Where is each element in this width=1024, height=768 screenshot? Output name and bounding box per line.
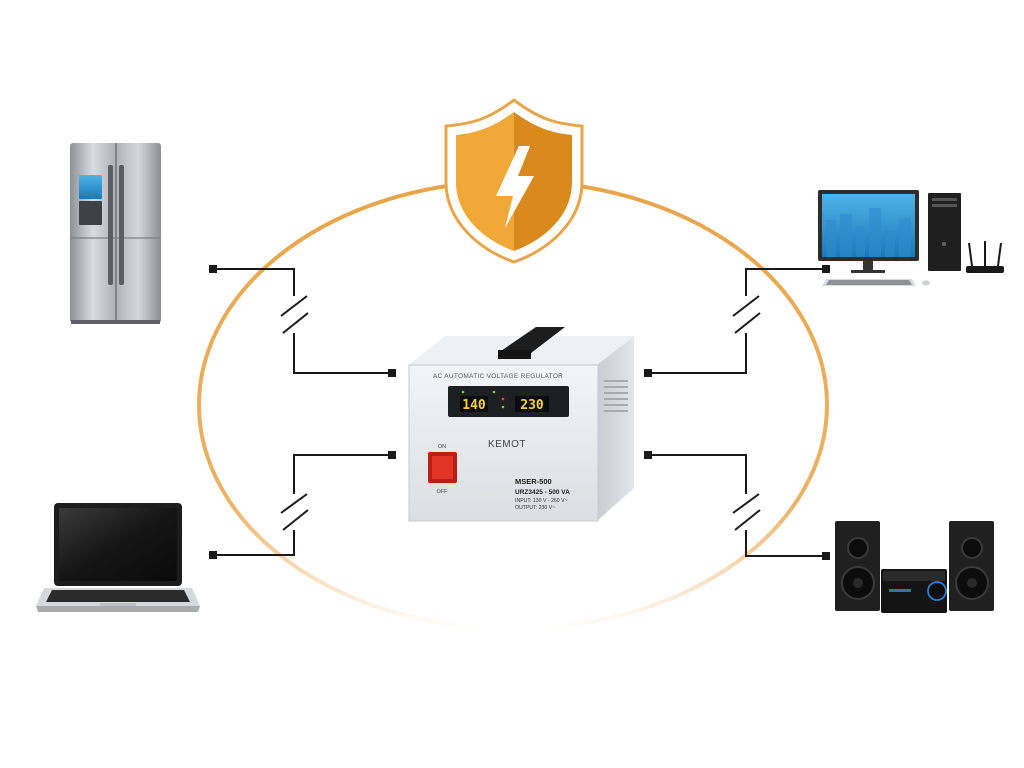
wiring-left — [213, 268, 392, 556]
regulator-header-text: AC AUTOMATIC VOLTAGE REGULATOR — [433, 373, 563, 380]
laptop-icon — [36, 503, 200, 612]
model-code-text: URZ3425 - 500 VA — [515, 489, 570, 496]
stereo-speakers-icon — [835, 521, 994, 613]
output-voltage-display: 230 — [520, 398, 544, 413]
input-voltage-display: 140 — [462, 398, 486, 413]
switch-off-label: OFF — [437, 489, 449, 495]
model-text: MSER-500 — [515, 477, 552, 486]
wire-terminals-left — [209, 265, 396, 559]
shield-lightning-icon — [444, 98, 584, 264]
input-spec-text: INPUT: 130 V - 260 V~ — [515, 498, 568, 504]
output-spec-text: OUTPUT: 230 V~ — [515, 505, 555, 511]
desktop-computer-icon — [818, 190, 1004, 286]
wire-terminals-right — [644, 265, 830, 560]
refrigerator-icon — [70, 143, 161, 324]
wiring-right — [648, 268, 826, 557]
brand-logo-text: KEMOT — [488, 439, 526, 450]
switch-on-label: ON — [438, 444, 446, 450]
voltage-regulator — [408, 327, 634, 522]
